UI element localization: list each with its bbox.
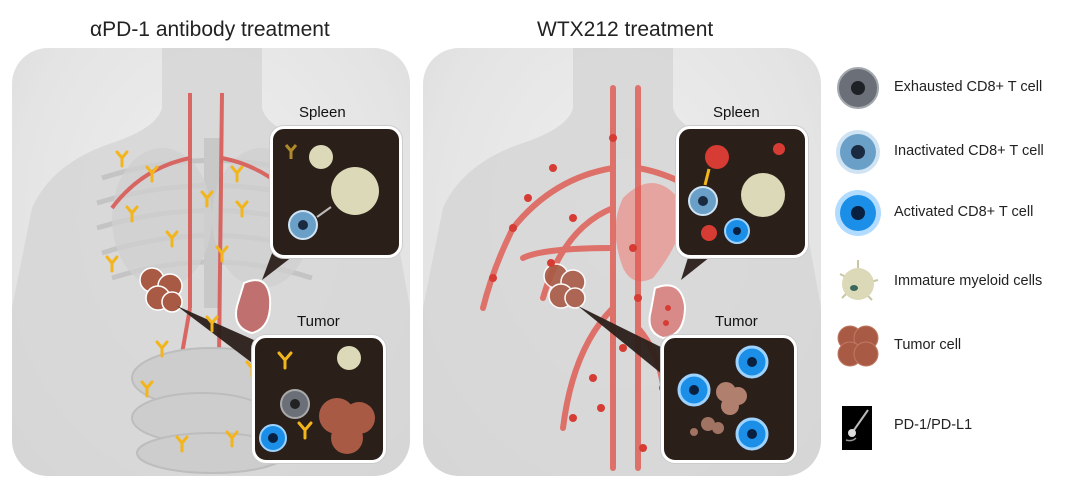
left-panel-body-illustration: Spleen Tumor [12,48,410,476]
myeloid-cell-icon [832,256,884,308]
right-spleen-label: Spleen [713,104,760,121]
inactivated-t-cell-icon [832,126,884,178]
right-tumor-label: Tumor [715,313,758,330]
exhausted-t-cell-icon [832,62,884,114]
left-spleen-callout [270,126,402,258]
right-panel-body-illustration: Spleen Tumor [423,48,821,476]
pd1-pdl1-icon [832,400,884,452]
left-tumor-callout [252,335,386,463]
left-tumor-scene [255,338,383,460]
legend-item-myeloid: Immature myeloid cells [832,256,1072,312]
legend-item-inactivated: Inactivated CD8+ T cell [832,126,1072,182]
legend-item-tumor: Tumor cell [832,320,1072,376]
legend-item-pd1: PD-1/PD-L1 [832,400,1072,456]
right-spleen-scene [679,129,805,255]
activated-t-cell-icon [832,187,884,239]
right-panel-title: WTX212 treatment [537,18,713,42]
legend-label: Immature myeloid cells [894,273,1042,289]
left-spleen-scene [273,129,399,255]
left-spleen-label: Spleen [299,104,346,121]
legend-label: PD-1/PD-L1 [894,417,972,433]
tumor-cell-icon [832,320,884,372]
legend-item-activated: Activated CD8+ T cell [832,187,1072,243]
right-spleen-callout [676,126,808,258]
right-tumor-scene [664,338,794,460]
right-tumor-callout [661,335,797,463]
left-panel-title: αPD-1 antibody treatment [90,18,330,42]
legend-label: Exhausted CD8+ T cell [894,79,1042,95]
left-tumor-label: Tumor [297,313,340,330]
legend-item-exhausted: Exhausted CD8+ T cell [832,62,1072,118]
legend-label: Inactivated CD8+ T cell [894,143,1044,159]
legend-label: Activated CD8+ T cell [894,204,1033,220]
legend-label: Tumor cell [894,337,961,353]
